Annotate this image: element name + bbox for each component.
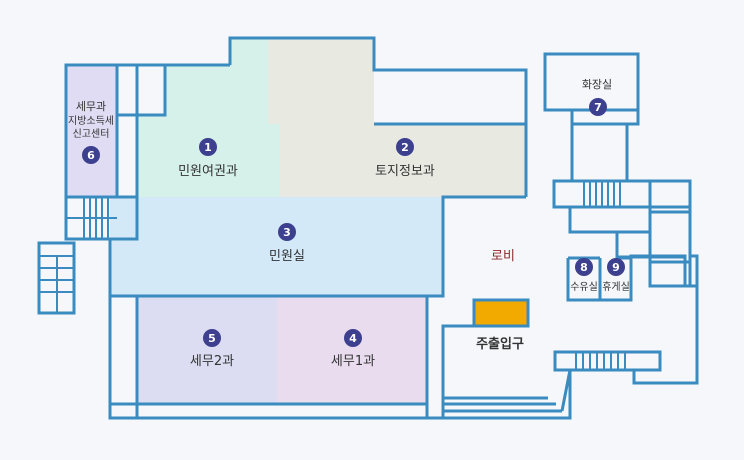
room-1-number: 1 <box>204 141 212 154</box>
room-2-number: 2 <box>401 141 409 154</box>
room-fills <box>66 38 526 404</box>
room-6-label-line2: 지방소득세 <box>68 115 114 127</box>
room-toji[interactable]: 2 토지정보과 <box>375 138 435 179</box>
room-min-won-sil-fill[interactable] <box>110 197 443 296</box>
room-3-label: 민원실 <box>269 249 305 264</box>
lobby-label: 로비 <box>491 249 515 264</box>
room-4-number: 4 <box>349 332 357 345</box>
room-6-number: 6 <box>87 149 95 162</box>
room-4-badge <box>344 329 362 347</box>
room-9-label: 휴게실 <box>602 281 630 293</box>
room-semu1-fill[interactable] <box>277 296 427 404</box>
room-toilet[interactable]: 화장실 7 <box>582 78 612 116</box>
room-1-label: 민원여권과 <box>178 164 238 179</box>
room-lounge[interactable]: 9 휴게실 <box>602 258 630 293</box>
room-5-label: 세무2과 <box>190 354 234 369</box>
stairs <box>39 181 626 370</box>
room-1-badge <box>199 138 217 156</box>
room-3-number: 3 <box>283 226 291 239</box>
entrance-marker <box>472 298 530 328</box>
room-semu2-fill[interactable] <box>137 296 277 404</box>
room-2-badge <box>396 138 414 156</box>
room-8-label: 수유실 <box>570 281 598 293</box>
room-6-label-line1: 세무과 <box>76 100 106 113</box>
entrance-label: 주출입구 <box>476 336 524 352</box>
room-min-won-yeogwon-fill[interactable] <box>137 38 280 197</box>
room-nursing[interactable]: 8 수유실 <box>570 258 598 293</box>
room-8-badge <box>575 258 593 276</box>
room-jaebang-fill[interactable] <box>66 65 117 197</box>
room-semu2[interactable]: 5 세무2과 <box>190 329 234 369</box>
room-min-won-yeogwon[interactable]: 1 민원여권과 <box>178 138 238 179</box>
room-2-label: 토지정보과 <box>375 164 435 179</box>
room-3-badge <box>278 223 296 241</box>
room-semu1[interactable]: 4 세무1과 <box>331 329 375 369</box>
room-min-won-sil[interactable]: 3 민원실 <box>269 223 305 264</box>
room-jaebang[interactable]: 세무과 지방소득세 신고센터 6 <box>68 100 114 164</box>
room-7-label: 화장실 <box>582 78 612 91</box>
room-5-number: 5 <box>208 332 216 345</box>
room-6-badge <box>82 146 100 164</box>
room-6-label-line3: 신고센터 <box>73 128 110 140</box>
walls <box>37 36 699 420</box>
room-7-badge <box>589 98 607 116</box>
room-8-number: 8 <box>580 261 588 274</box>
room-9-badge <box>607 258 625 276</box>
room-5-badge <box>203 329 221 347</box>
room-toji-fill[interactable] <box>268 38 526 197</box>
room-9-number: 9 <box>612 261 620 274</box>
room-7-number: 7 <box>594 101 602 114</box>
room-4-label: 세무1과 <box>331 354 375 369</box>
